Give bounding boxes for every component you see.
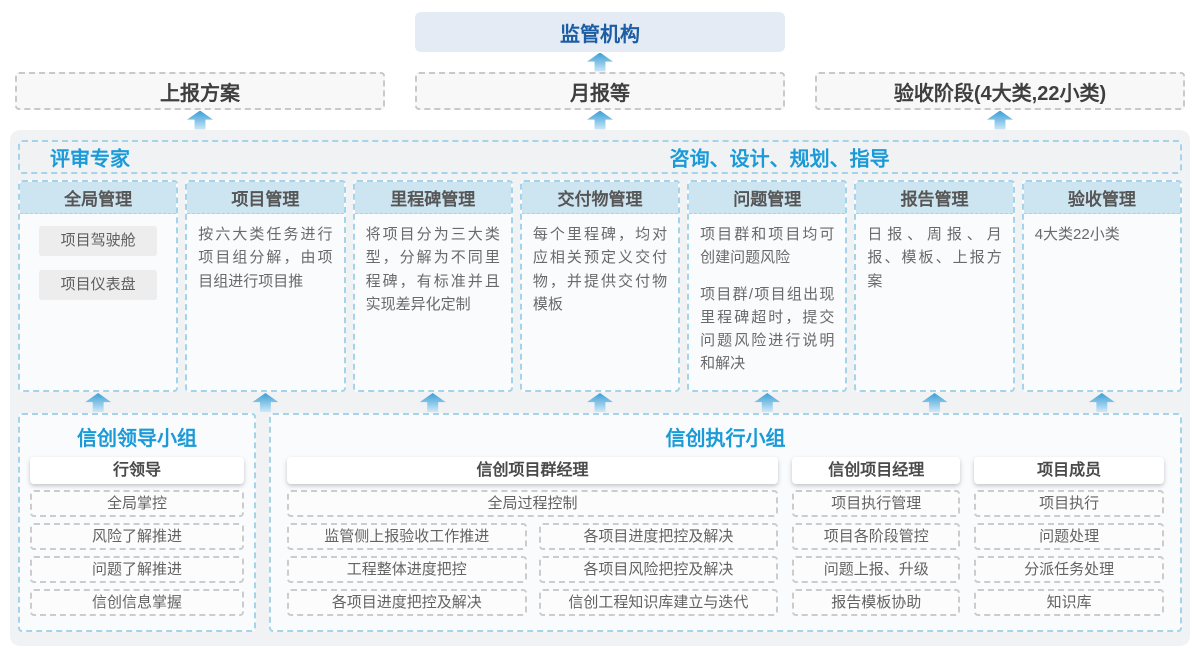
project-dashboard-tag: 项目仪表盘 xyxy=(39,270,158,300)
member-duty-item: 分派任务处理 xyxy=(974,556,1164,583)
column-description: 项目群/项目组出现里程碑超时，提交问题风险进行说明和解决 xyxy=(700,285,835,373)
stage-box-monthly-report: 月报等 xyxy=(415,72,785,110)
up-arrow-icon xyxy=(252,393,279,412)
column-issue-management: 问题管理 项目群和项目均可创建问题风险 项目群/项目组出现里程碑超时，提交问题风… xyxy=(687,180,848,392)
column-header: 报告管理 xyxy=(856,182,1013,214)
up-arrow-icon xyxy=(187,110,213,130)
stage-row: 上报方案 月报等 验收阶段(4大类,22小类) xyxy=(0,72,1200,110)
leadership-group-title: 信创领导小组 xyxy=(77,428,197,450)
column-header: 里程碑管理 xyxy=(354,182,511,214)
project-member-role: 项目成员 xyxy=(974,457,1164,484)
up-arrow-icon xyxy=(85,393,112,412)
column-body: 将项目分为三大类型，分解为不同里程碑，有标准并且实现差异化定制 xyxy=(355,214,511,329)
leadership-group-panel: 信创领导小组 行领导 全局掌控 风险了解推进 问题了解推进 信创信息掌握 xyxy=(18,413,256,632)
project-cockpit-tag: 项目驾驶舱 xyxy=(39,226,158,256)
column-header: 全局管理 xyxy=(20,182,177,214)
member-duty-item: 问题处理 xyxy=(974,523,1164,550)
member-duty-item: 项目执行 xyxy=(974,490,1164,517)
stage-box-acceptance-stage: 验收阶段(4大类,22小类) xyxy=(815,72,1185,110)
column-description: 日报、周报、月报、模板、上报方案 xyxy=(867,226,1002,290)
column-description: 按六大类任务进行项目组分解，由项目组进行项目推 xyxy=(198,226,333,290)
leader-duty-item: 问题了解推进 xyxy=(30,556,244,583)
up-arrow-icon xyxy=(921,393,948,412)
column-body: 日报、周报、月报、模板、上报方案 xyxy=(856,214,1012,306)
project-manager-column: 信创项目经理 项目执行管理 项目各阶段管控 问题上报、升级 报告模板协助 xyxy=(792,457,961,616)
column-description: 项目群和项目均可创建问题风险 xyxy=(700,226,835,267)
execution-group-panel: 信创执行小组 信创项目群经理 全局过程控制 监管侧上报验收工作推进 各项目进度把… xyxy=(269,413,1182,632)
pg-duty-item: 各项目风险把控及解决 xyxy=(538,556,779,583)
project-manager-role: 信创项目经理 xyxy=(792,457,961,484)
column-body: 4大类22小类 xyxy=(1024,214,1180,259)
column-header: 问题管理 xyxy=(689,182,846,214)
up-arrow-icon xyxy=(586,393,613,412)
up-arrow-icon xyxy=(587,110,613,130)
bank-leader-role: 行领导 xyxy=(30,457,244,484)
column-report-management: 报告管理 日报、周报、月报、模板、上报方案 xyxy=(854,180,1015,392)
arrow-row-regulator xyxy=(0,52,1200,72)
column-global-management: 全局管理 项目驾驶舱 项目仪表盘 xyxy=(18,180,179,392)
column-body: 按六大类任务进行项目组分解，由项目组进行项目推 xyxy=(187,214,343,306)
column-body: 项目群和项目均可创建问题风险 项目群/项目组出现里程碑超时，提交问题风险进行说明… xyxy=(689,214,845,389)
pg-duty-item: 信创工程知识库建立与迭代 xyxy=(538,589,779,616)
arrow-row-columns xyxy=(18,392,1182,413)
column-deliverable-management: 交付物管理 每个里程碑，均对应相关预定义交付物，并提供交付物模板 xyxy=(519,180,681,392)
column-description: 4大类22小类 xyxy=(1034,226,1120,243)
column-description: 将项目分为三大类型，分解为不同里程碑，有标准并且实现差异化定制 xyxy=(365,226,500,313)
experts-strip: 评审专家 咨询、设计、规划、指导 xyxy=(18,140,1182,174)
pm-duty-item: 项目执行管理 xyxy=(792,490,961,517)
column-body: 项目驾驶舱 项目仪表盘 xyxy=(20,214,176,314)
platform-container: 评审专家 咨询、设计、规划、指导 全局管理 项目驾驶舱 项目仪表盘 项目管理 按… xyxy=(10,130,1190,646)
pg-duty-item: 各项目进度把控及解决 xyxy=(287,589,527,616)
program-manager-role: 信创项目群经理 xyxy=(287,457,779,484)
column-milestone-management: 里程碑管理 将项目分为三大类型，分解为不同里程碑，有标准并且实现差异化定制 xyxy=(352,180,513,392)
column-project-management: 项目管理 按六大类任务进行项目组分解，由项目组进行项目推 xyxy=(185,180,346,392)
review-experts-title: 评审专家 xyxy=(50,148,130,171)
leader-duty-item: 信创信息掌握 xyxy=(30,589,244,616)
pg-duty-item: 监管侧上报验收工作推进 xyxy=(287,523,527,550)
execution-roles: 信创项目群经理 全局过程控制 监管侧上报验收工作推进 各项目进度把控及解决 工程… xyxy=(287,457,1164,616)
groups-row: 信创领导小组 行领导 全局掌控 风险了解推进 问题了解推进 信创信息掌握 信创执… xyxy=(18,413,1182,632)
pg-duty-item: 全局过程控制 xyxy=(287,490,779,517)
program-manager-column: 信创项目群经理 全局过程控制 监管侧上报验收工作推进 各项目进度把控及解决 工程… xyxy=(287,457,779,616)
member-duty-item: 知识库 xyxy=(974,589,1164,616)
up-arrow-icon xyxy=(754,393,781,412)
column-header: 验收管理 xyxy=(1023,182,1180,214)
up-arrow-icon xyxy=(987,110,1013,130)
leader-duty-item: 风险了解推进 xyxy=(30,523,244,550)
column-acceptance-management: 验收管理 4大类22小类 xyxy=(1021,180,1182,392)
up-arrow-icon xyxy=(1088,393,1115,412)
pg-duty-grid: 监管侧上报验收工作推进 各项目进度把控及解决 工程整体进度把控 各项目风险把控及… xyxy=(287,517,779,616)
stage-box-report-plan: 上报方案 xyxy=(15,72,385,110)
pg-duty-item: 工程整体进度把控 xyxy=(287,556,527,583)
up-arrow-icon xyxy=(419,393,446,412)
management-columns: 全局管理 项目驾驶舱 项目仪表盘 项目管理 按六大类任务进行项目组分解，由项目组… xyxy=(18,180,1182,392)
arrow-row-stages xyxy=(0,110,1200,130)
regulator-box: 监管机构 xyxy=(415,12,785,52)
regulator-row: 监管机构 xyxy=(0,0,1200,52)
pm-duty-item: 问题上报、升级 xyxy=(792,556,961,583)
column-header: 交付物管理 xyxy=(521,182,679,214)
column-header: 项目管理 xyxy=(187,182,344,214)
execution-group-title: 信创执行小组 xyxy=(665,428,786,450)
project-member-column: 项目成员 项目执行 问题处理 分派任务处理 知识库 xyxy=(974,457,1164,616)
column-body: 每个里程碑，均对应相关预定义交付物，并提供交付物模板 xyxy=(522,214,678,329)
up-arrow-icon xyxy=(587,52,613,72)
pg-duty-item: 各项目进度把控及解决 xyxy=(538,523,779,550)
pm-duty-item: 报告模板协助 xyxy=(792,589,961,616)
pm-duty-item: 项目各阶段管控 xyxy=(792,523,961,550)
leader-duty-item: 全局掌控 xyxy=(30,490,244,517)
column-description: 每个里程碑，均对应相关预定义交付物，并提供交付物模板 xyxy=(532,226,668,313)
consulting-design-title: 咨询、设计、规划、指导 xyxy=(669,148,890,171)
